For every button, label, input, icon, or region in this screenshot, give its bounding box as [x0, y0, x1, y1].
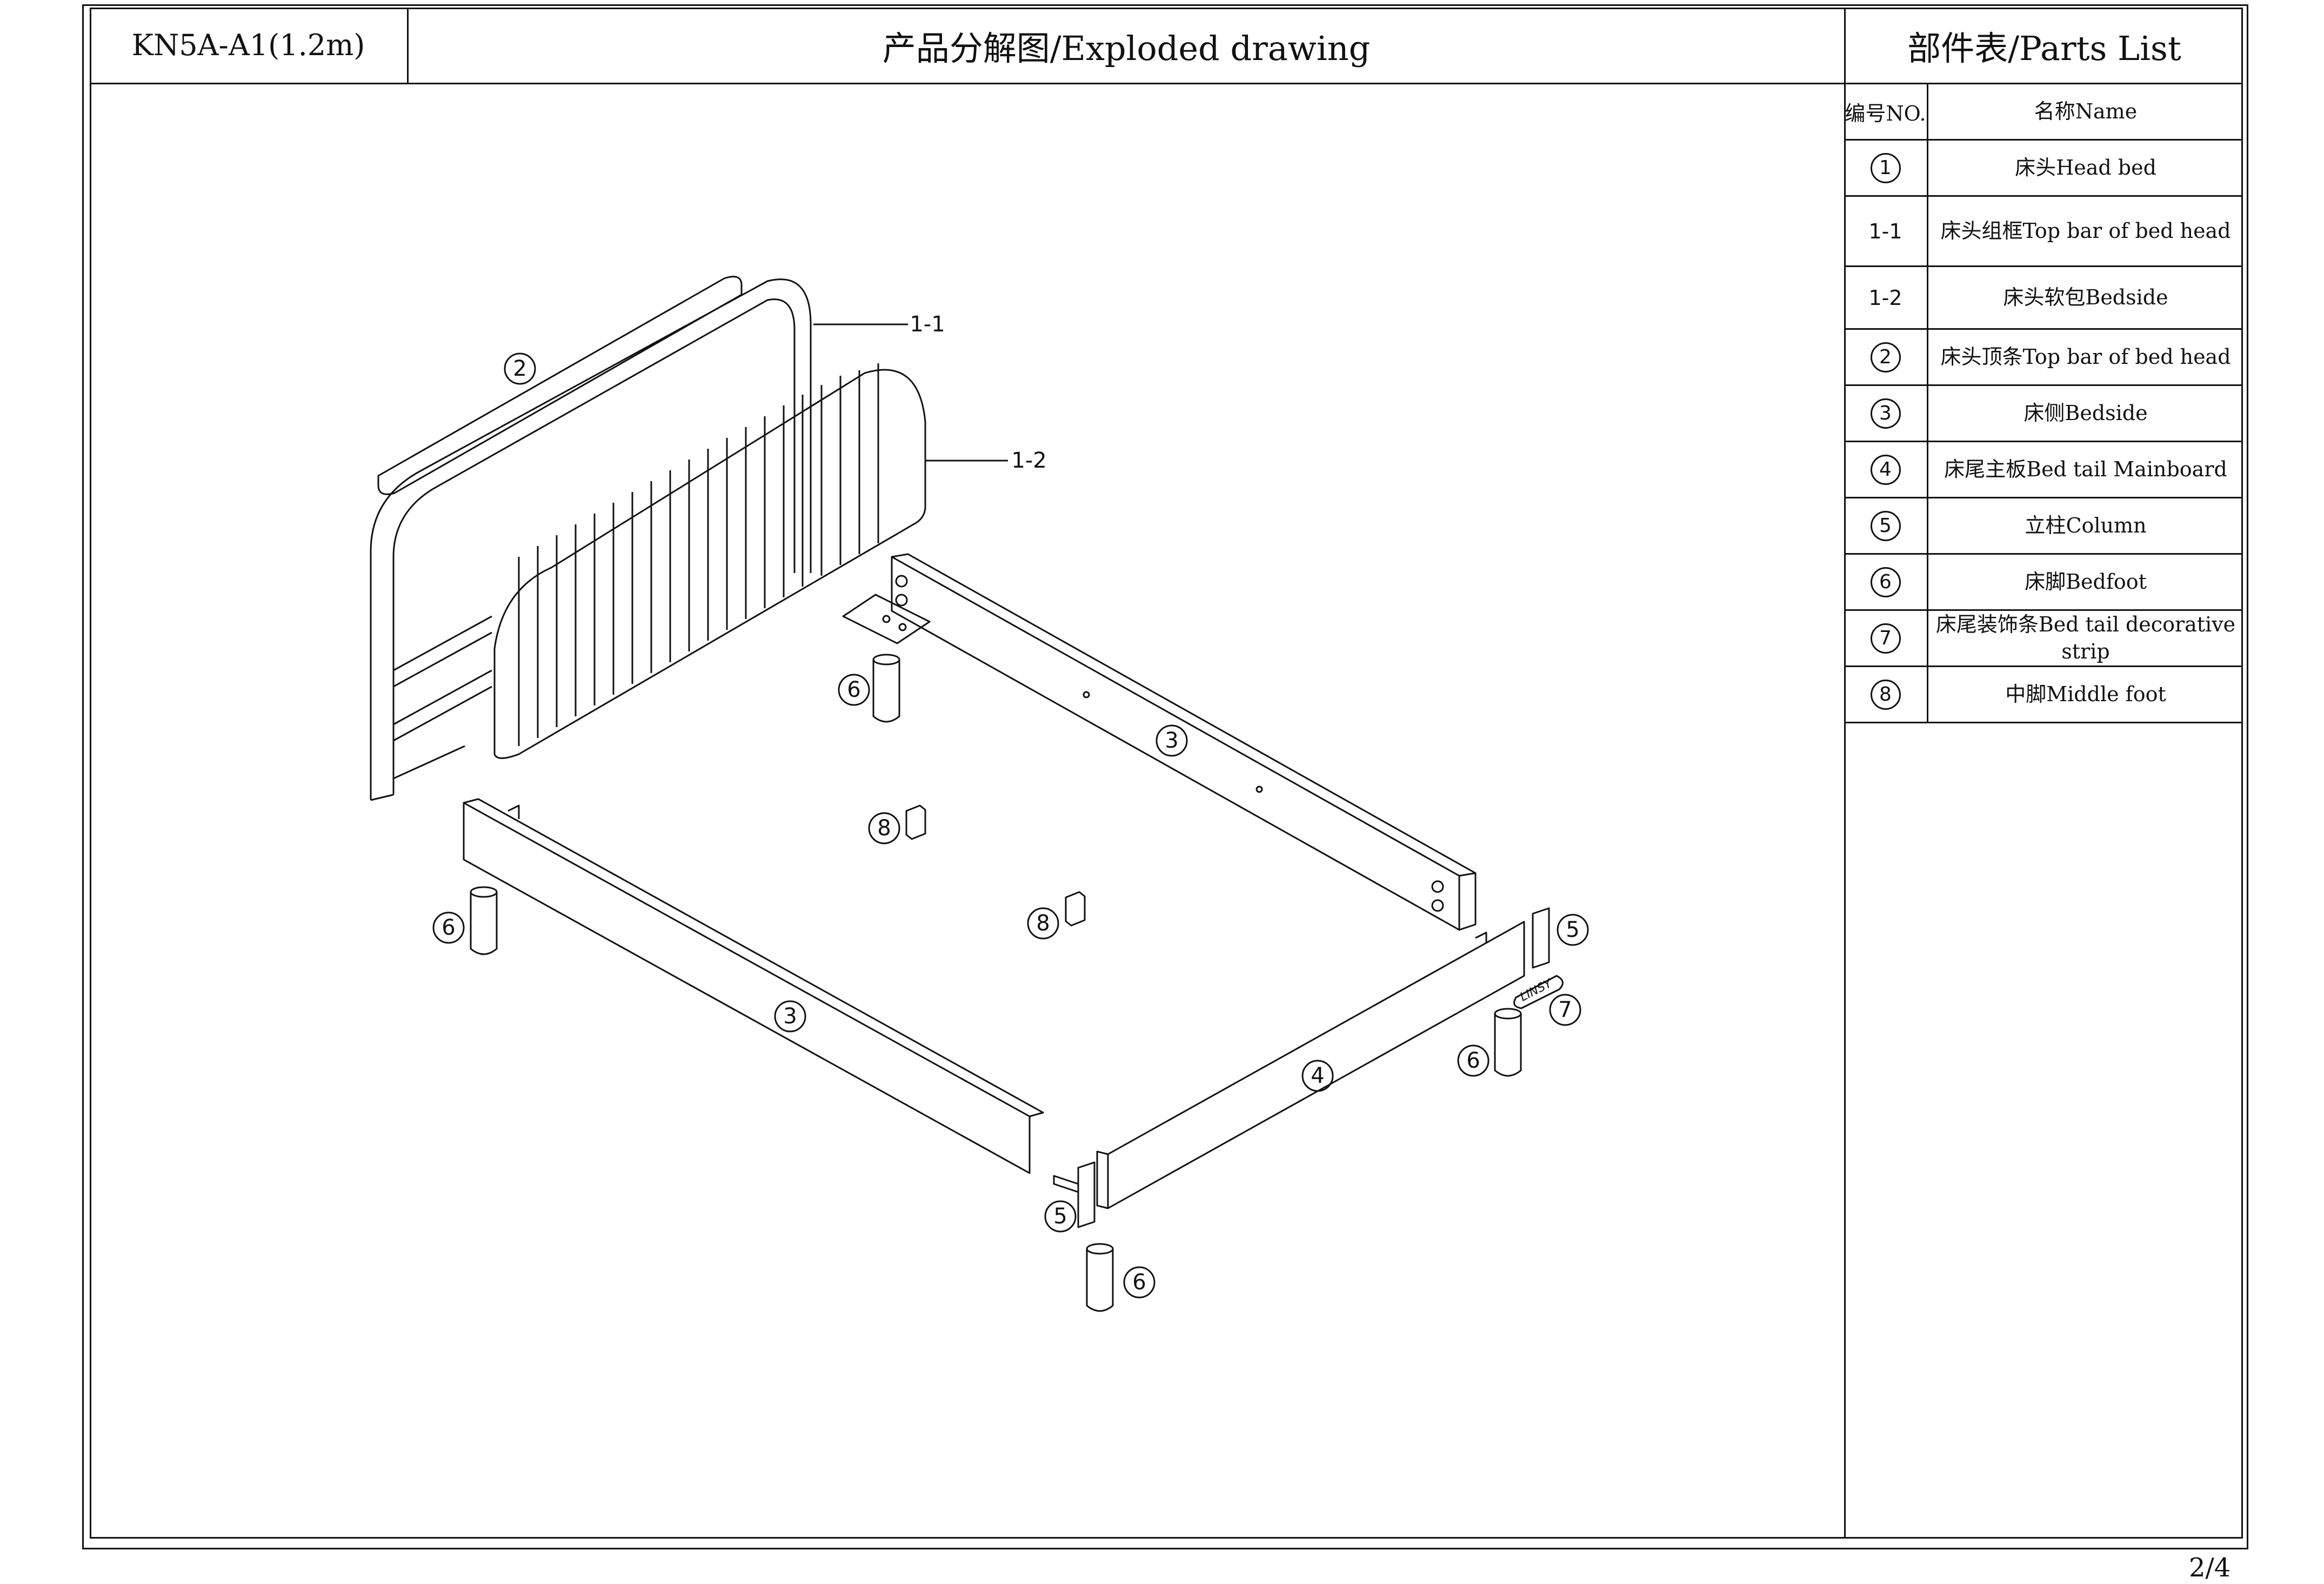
- callout-circle: [1156, 724, 1188, 757]
- callout-label: 3: [1165, 728, 1178, 753]
- part-number: 8: [1870, 679, 1901, 710]
- drawing-border: [90, 8, 2243, 1539]
- part-name: 立柱Column: [2025, 513, 2147, 537]
- part-name: 床头Head bed: [2015, 155, 2156, 179]
- parts-table: 编号NO. 名称Name 1 床头Head bed 1-1 床头组框Top ba…: [1844, 84, 2243, 723]
- part-number: 6: [1870, 567, 1901, 597]
- drawing-title: 产品分解图/Exploded drawing: [409, 8, 1844, 84]
- callout-label: 6: [847, 677, 860, 702]
- part-number: 3: [1870, 398, 1901, 429]
- callout-circle: [774, 1000, 806, 1033]
- leader-lines: [813, 323, 1008, 462]
- callout-circle: [1549, 994, 1581, 1026]
- callout-circle: [868, 812, 900, 844]
- part-number: 2: [1870, 342, 1901, 372]
- callout-circle: [432, 911, 465, 944]
- callout-circle: [1301, 1060, 1334, 1092]
- callout-label: 6: [1466, 1048, 1480, 1073]
- part-name: 床脚Bedfoot: [2025, 569, 2147, 594]
- callout-label: 7: [1558, 997, 1572, 1022]
- outer-frame: [82, 4, 2248, 1549]
- callout-circle: [1457, 1044, 1490, 1077]
- col-name-header: 名称Name: [2034, 99, 2138, 123]
- table-row: 1-1 床头组框Top bar of bed head: [1844, 197, 2243, 267]
- decorative-strip-part: [1053, 975, 1564, 1193]
- top-bar-part: [377, 276, 743, 495]
- table-row: 1 床头Head bed: [1844, 141, 2243, 197]
- part-name: 床头组框Top bar of bed head: [1940, 218, 2231, 243]
- model-code: KN5A-A1(1.2m): [90, 8, 409, 84]
- parts-list-title: 部件表/Parts List: [1844, 8, 2243, 84]
- part-name: 中脚Middle foot: [2005, 682, 2166, 706]
- callout-circle: [504, 352, 536, 385]
- callout-circle: [1123, 1266, 1156, 1299]
- table-row: 8 中脚Middle foot: [1844, 667, 2243, 723]
- callout-label: 5: [1053, 1204, 1067, 1229]
- page-number: 2/4: [2189, 1553, 2231, 1583]
- middle-foot-part: [905, 804, 1086, 927]
- table-row: 4 床尾主板Bed tail Mainboard: [1844, 442, 2243, 498]
- table-row: 3 床侧Bedside: [1844, 386, 2243, 442]
- table-row: 6 床脚Bedfoot: [1844, 555, 2243, 611]
- bedfoot-part: [470, 654, 1522, 1312]
- part-name: 床侧Bedside: [2024, 401, 2148, 425]
- part-number: 1: [1870, 152, 1901, 183]
- callout-label: 1-1: [910, 312, 945, 337]
- callout-label: 6: [1132, 1270, 1146, 1295]
- part-number: 1-2: [1844, 267, 1928, 328]
- table-row: 2 床头顶条Top bar of bed head: [1844, 330, 2243, 386]
- part-name: 床尾装饰条Bed tail decorative strip: [1935, 613, 2236, 663]
- callout-circle: [1557, 914, 1589, 946]
- part-number: 1-1: [1844, 197, 1928, 265]
- callout-label: 8: [877, 816, 891, 841]
- callout-label: 1-2: [1011, 448, 1046, 473]
- column-part: [1077, 907, 1550, 1228]
- head-frame-part: [370, 278, 812, 801]
- parts-table-header: 编号NO. 名称Name: [1844, 84, 2243, 141]
- callout-label: 6: [442, 915, 455, 940]
- corner-bracket-part: [842, 594, 931, 644]
- callout-label: 4: [1311, 1063, 1324, 1088]
- callout-label: 8: [1036, 911, 1050, 936]
- callout-circle: [1044, 1200, 1077, 1233]
- part-name: 床尾主板Bed tail Mainboard: [1944, 457, 2227, 481]
- callout-label: 2: [513, 356, 526, 381]
- callout-label: 3: [783, 1004, 797, 1029]
- part-name: 床头顶条Top bar of bed head: [1940, 344, 2231, 369]
- callout-circle: [838, 674, 870, 706]
- part-number: 7: [1870, 623, 1901, 654]
- part-number: 4: [1870, 454, 1901, 485]
- side-rail-right-part: [891, 553, 1477, 931]
- table-row: 7 床尾装饰条Bed tail decorative strip: [1844, 611, 2243, 667]
- bed-tail-board-part: [1096, 921, 1525, 1209]
- part-number: 5: [1870, 510, 1901, 541]
- table-row: 1-2 床头软包Bedside: [1844, 267, 2243, 330]
- callout-label: 5: [1566, 917, 1579, 942]
- table-row: 5 立柱Column: [1844, 498, 2243, 555]
- callout-circle: [1027, 907, 1059, 940]
- col-no-header: 编号NO.: [1844, 84, 1928, 139]
- upholstered-panel-part: [493, 363, 926, 759]
- part-name: 床头软包Bedside: [2003, 285, 2168, 309]
- parts-divider: [1844, 84, 1846, 1539]
- side-rail-left-part: [463, 798, 1044, 1174]
